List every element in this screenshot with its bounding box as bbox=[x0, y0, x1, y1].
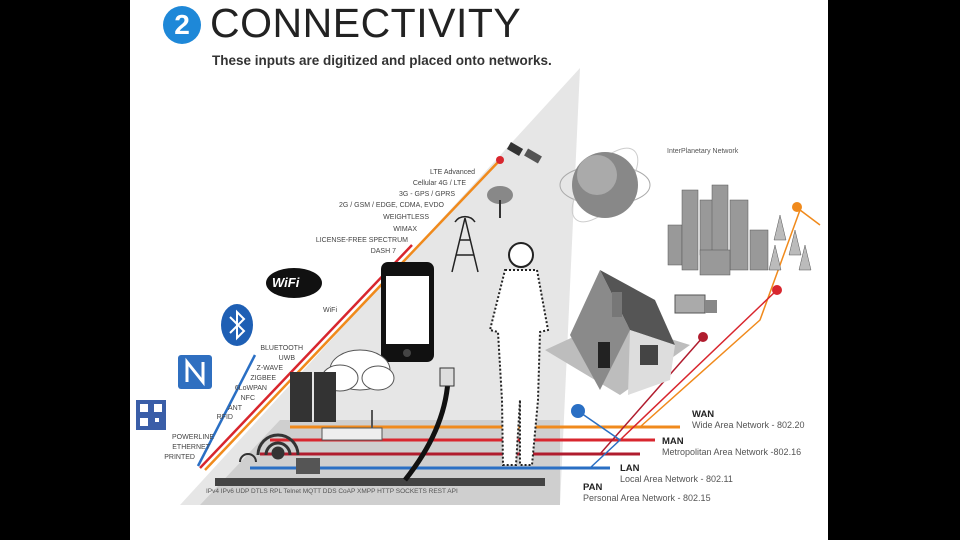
label-rfid: RFID bbox=[216, 414, 233, 421]
wifi-logo bbox=[266, 268, 322, 298]
server-rack-icon bbox=[290, 372, 336, 422]
network-name: Metropolitan Area Network -802.16 bbox=[662, 447, 802, 457]
label-powerline: POWERLINE bbox=[171, 434, 214, 441]
satellite-icon bbox=[506, 142, 542, 164]
wireless-lines bbox=[196, 156, 504, 471]
label-zwave: Z-WAVE bbox=[256, 365, 283, 372]
label-wimax: WIMAX bbox=[393, 226, 417, 233]
usb-device-icon bbox=[296, 458, 320, 474]
wifi-logo-text: WiFi bbox=[272, 275, 300, 290]
truck-icon bbox=[674, 294, 717, 314]
network-name: Wide Area Network - 802.20 bbox=[692, 420, 805, 430]
label-2g: 2G / GSM / EDGE, CDMA, EVDO bbox=[338, 202, 444, 209]
network-abbr: PAN bbox=[583, 482, 603, 493]
bluetooth-logo bbox=[221, 304, 253, 346]
nfc-logo bbox=[178, 355, 212, 389]
interplanetary-network-label: InterPlanetary Network bbox=[667, 148, 739, 155]
page-subtitle: These inputs are digitized and placed on… bbox=[212, 53, 552, 68]
network-abbr: MAN bbox=[662, 436, 684, 447]
label-ant: ANT bbox=[228, 405, 242, 412]
label-uwb: UWB bbox=[278, 355, 295, 362]
protocol-list: IPv4 IPv6 UDP DTLS RPL Telnet MQTT DDS C… bbox=[206, 488, 458, 495]
ethernet-cable-icon bbox=[403, 367, 455, 482]
label-weightless: WEIGHTLESS bbox=[383, 214, 429, 221]
satellite-dish-icon bbox=[487, 186, 513, 218]
person-silhouette-icon bbox=[488, 242, 550, 466]
router-icon bbox=[321, 410, 383, 441]
label-dash7: DASH 7 bbox=[370, 248, 396, 255]
page-title: CONNECTIVITY bbox=[210, 0, 522, 46]
network-abbr: LAN bbox=[620, 463, 640, 474]
qr-code-icon bbox=[136, 400, 166, 430]
protocol-bar bbox=[215, 478, 545, 486]
rfid-signal-icon bbox=[239, 433, 300, 463]
label-3g: 3G - GPS / GPRS bbox=[398, 191, 455, 198]
smartphone-icon bbox=[381, 262, 434, 362]
network-abbr: WAN bbox=[692, 409, 715, 420]
label-wifi: WiFi bbox=[323, 307, 337, 314]
label-6lowpan: 6LoWPAN bbox=[234, 385, 267, 392]
globe-icon bbox=[559, 147, 651, 223]
cell-tower-icon bbox=[451, 215, 479, 273]
label-license-free: LICENSE-FREE SPECTRUM bbox=[315, 237, 408, 244]
label-4g-lte: Cellular 4G / LTE bbox=[412, 180, 466, 187]
label-zigbee: ZIGBEE bbox=[250, 375, 276, 382]
network-name: Personal Area Network - 802.15 bbox=[583, 493, 711, 503]
label-bluetooth: BLUETOOTH bbox=[260, 345, 303, 352]
network-name: Local Area Network - 802.11 bbox=[620, 474, 733, 484]
house-icon bbox=[545, 270, 690, 395]
step-number-badge: 2 bbox=[163, 6, 201, 44]
label-ethernet: ETHERNET bbox=[172, 444, 210, 451]
label-nfc: NFC bbox=[240, 395, 255, 402]
city-buildings-icon bbox=[667, 184, 812, 276]
label-printed: PRINTED bbox=[164, 454, 195, 461]
label-lte-advanced: LTE Advanced bbox=[429, 169, 475, 176]
